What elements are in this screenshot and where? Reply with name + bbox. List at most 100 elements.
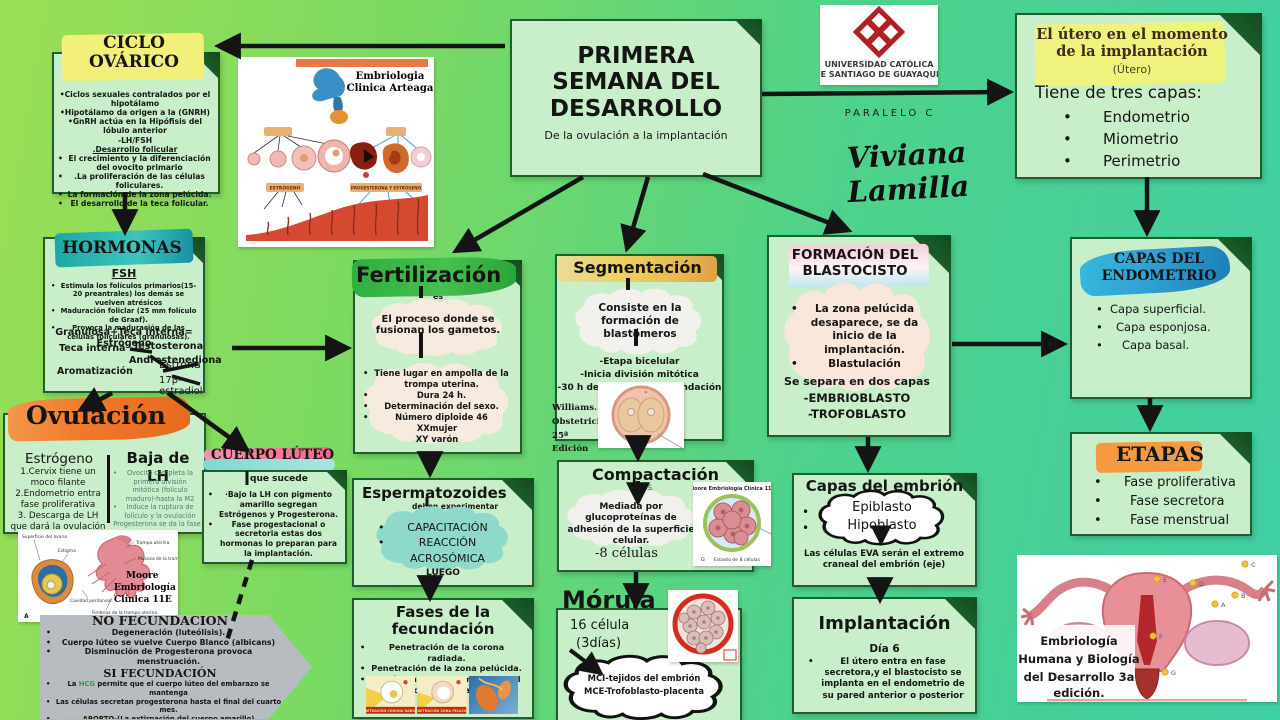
hormonas-estrona: Estrona xyxy=(159,358,201,371)
fertilizacion-item: Número diploide 46 xyxy=(363,412,511,423)
hormonas-aromatizacion: Aromatización xyxy=(57,366,133,377)
morula-line1: 16 célula xyxy=(570,618,630,633)
si-fecundacion-item: La HCG permite que el cuerpo lúteo del e… xyxy=(46,680,282,698)
ciclo-intro-2: •Hipotálamo da origen a la (GNRH) xyxy=(60,108,210,118)
si-fecundacion-heading: SI FECUNDACIÓN xyxy=(103,666,217,680)
hormonas-line1: Granulosa+Teca interna= Estrógeno xyxy=(55,327,193,349)
morula-line2: (3días) xyxy=(576,636,622,651)
utero-note: El útero en el momento de la implantació… xyxy=(1015,13,1262,179)
moore-credit-line1: Moore xyxy=(126,571,159,581)
hormonas-teca-interna: Teca interna xyxy=(59,343,126,354)
implantacion-note: Implantación Día 6 El útero entra en fas… xyxy=(792,597,977,714)
capas-endometrio-item: Capa basal. xyxy=(1096,337,1246,355)
ovarian-cycle-diagram: ESTRÓGENO PROGESTERONA Y ESTRÓGENO Embri… xyxy=(246,59,434,241)
ciclo-intro-1: •Ciclos sexuales contralados por el hipo… xyxy=(59,90,211,109)
segmentacion-cloud-text: Consiste en la formación de blastómeros xyxy=(598,302,682,341)
uterus-drawing: Embriología Humana y Biología del Desarr… xyxy=(1018,560,1276,703)
hormonas-title: HORMONAS xyxy=(62,238,182,258)
marker-letter-b: B xyxy=(1241,592,1245,600)
si-fecundacion-item: Las células secretan progesterona hasta … xyxy=(46,698,282,716)
moore-credit-line2: Embriología xyxy=(114,582,176,593)
no-fecundacion-heading: NO FECUNDACIÓN xyxy=(92,613,228,628)
blastocisto-line1: Se separa en dos capas xyxy=(784,375,930,388)
arteaga-credit-line2: Clinica Arteaga xyxy=(347,83,434,94)
cuerpo-luteo-highlight-teal xyxy=(203,459,335,470)
fertilizacion-item: Determinación del sexo. xyxy=(363,401,511,412)
two-cell-embryo-drawing xyxy=(611,385,683,449)
page-fold xyxy=(325,470,347,492)
espermatozoides-connector: deben experimentar xyxy=(412,502,499,511)
capas-endometrio-title-line2: ENDOMETRIO xyxy=(1101,267,1217,284)
arrow-title-to-segmentacion xyxy=(620,176,651,253)
utero-title-line1: El útero en el momento xyxy=(1036,26,1228,43)
main-subtitle: De la ovulación a la implantación xyxy=(544,129,728,142)
fertilizacion-xx: XXmujer xyxy=(416,422,458,433)
endometrium-shape xyxy=(246,195,428,241)
morula-cloud-line2: MCE-Trofoblasto-placenta xyxy=(583,685,705,696)
step-caption-2: PENETRACIÓN ZONA PELÚCIDA xyxy=(417,708,466,713)
utero-item: Perimetrio xyxy=(1063,151,1243,173)
cuerpo-luteo-item: ·Bajo la LH con pigmento amarillo segreg… xyxy=(208,490,340,520)
university-name-line1: UNIVERSIDAD CATÓLICA xyxy=(825,58,935,69)
espermatozoides-item: REACCIÓN ACROSÓMICA xyxy=(378,535,508,566)
ciclo-intro-4: -LH/FSH xyxy=(117,135,153,145)
ovary-tube-drawing: Superficie del ovario Estigma Trompa ute… xyxy=(22,534,184,620)
estrogeno-heading: Estrógeno xyxy=(24,451,94,467)
compactacion-cloud-text: Mediada por glucoproteínas de adhesión d… xyxy=(567,502,695,546)
capas-embrion-item: Epiblasto xyxy=(852,500,912,515)
morula-image xyxy=(668,590,738,662)
capas-embrion-note-text: Las células EVA serán el extremo craneal… xyxy=(803,549,965,571)
arrow-title-to-utero xyxy=(761,78,1015,106)
fertilizacion-cloud-text: El proceso donde se fusionan los gametos… xyxy=(375,314,501,336)
marker-letter-d: D xyxy=(1199,580,1204,588)
fases-title-line1: Fases de la xyxy=(395,603,491,621)
estrogeno-item: 2.Endometrio entra fase proliferativa xyxy=(15,488,101,510)
etapas-title: ETAPAS xyxy=(1116,442,1205,466)
moore-image-caption: Estadio de 8 células xyxy=(714,556,761,563)
capas-endometrio-item: Capa esponjosa. xyxy=(1096,319,1246,337)
compactacion-title: Compactación xyxy=(592,465,719,484)
marker-letter-a: A xyxy=(1221,601,1226,609)
etapas-item: Fase secretora xyxy=(1094,493,1244,512)
implantacion-title: Implantación xyxy=(818,613,951,634)
luego-label: LUEGO xyxy=(426,568,460,578)
fecundacion-step-image-3 xyxy=(468,676,518,714)
page-fold xyxy=(1218,432,1252,466)
book-title-line1: Embriología xyxy=(1040,634,1117,648)
cuerpo-luteo-note: que sucede ·Bajo la LH con pigmento amar… xyxy=(202,470,347,564)
ovary-tube-image: Superficie del ovario Estigma Trompa ute… xyxy=(18,530,184,622)
moore-image-letter: G xyxy=(701,557,705,563)
hormonas-estradiol: 17β-estradiol xyxy=(159,375,203,397)
ciclo-item: La formación de la zona pelúcida. xyxy=(58,190,212,199)
paralelo-label: PARALELO C xyxy=(844,108,936,119)
williams-credit-line2: Obstetricia. xyxy=(552,416,609,427)
ciclo-item: .La proliferación de las células folicul… xyxy=(58,172,212,190)
ovulacion-title: Ovulación xyxy=(26,401,166,430)
main-title-line1: PRIMERA xyxy=(577,43,695,69)
hormonas-testosterona: Testosterona xyxy=(133,341,204,352)
main-title-line2: SEMANA DEL xyxy=(552,69,720,96)
capas-endometrio-note: CAPAS DEL ENDOMETRIO Capa superficial. C… xyxy=(1070,237,1252,399)
ovary-label-mucosa: Mucosa de la trompa xyxy=(138,556,178,562)
step-caption-1: PENETRACIÓN CORONA RADIADA xyxy=(366,708,415,713)
si-fecundacion-item: ABORTO-(La extirpación del cuerpo amaril… xyxy=(46,715,282,719)
si-item-post: permite que el cuerpo lúteo del embarazo… xyxy=(95,679,270,697)
morula-title: Mórula xyxy=(562,586,656,614)
ciclo-title-line1: CICLO xyxy=(103,33,165,53)
university-name-line2: DE SANTIAGO DE GUAYAQUIL xyxy=(820,70,938,79)
segmentacion-line: -Inicia división mitótica xyxy=(580,370,699,381)
blastocisto-line2: -EMBRIOBLASTO xyxy=(803,391,911,405)
estrogeno-item: 1.Cervix tiene un moco filante xyxy=(20,467,96,488)
estrogen-pill-label: ESTRÓGENO xyxy=(269,185,300,192)
eight-cell-image: Moore Embriología Clínica 11E G Estadio … xyxy=(689,482,775,566)
book-title-line4: edición. xyxy=(1053,686,1104,700)
morula-drawing xyxy=(672,593,737,661)
hypothalamus-shape xyxy=(312,68,345,102)
utero-item: Endometrio xyxy=(1063,107,1243,129)
espermatozoides-title: Espermatozoides xyxy=(362,484,507,502)
compactacion-cells: -8 células xyxy=(595,546,658,561)
espermatozoides-note: Espermatozoides deben experimentar CAPAC… xyxy=(352,478,534,587)
fecundacion-step-image-1: PENETRACIÓN CORONA RADIADA xyxy=(360,676,422,714)
two-cell-embryo-image xyxy=(598,382,684,449)
blastocisto-title-line2: BLASTOCISTO xyxy=(802,263,908,280)
